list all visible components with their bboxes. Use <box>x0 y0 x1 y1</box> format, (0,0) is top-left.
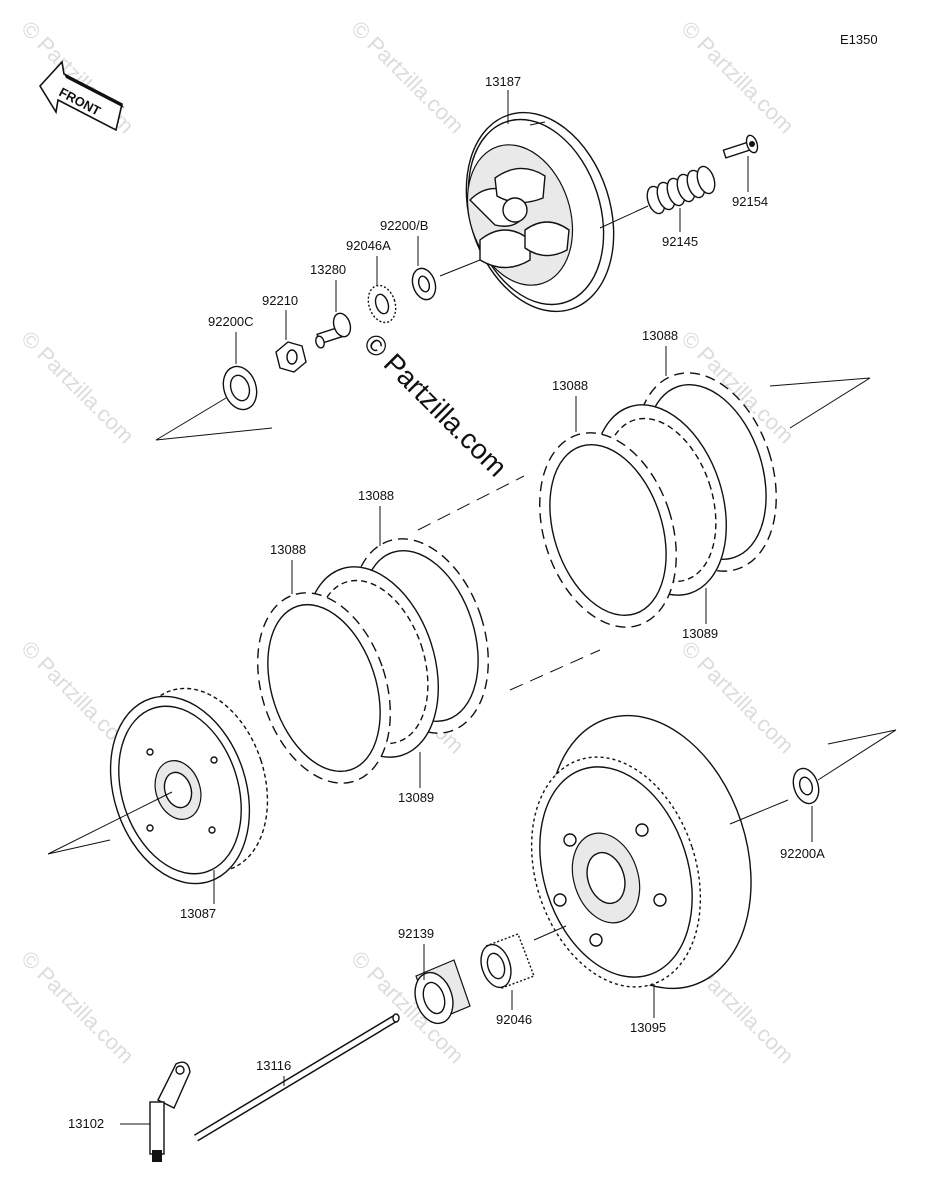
part-label-92046A: 92046A <box>346 238 391 253</box>
center-watermark: © Partzilla.com <box>358 327 513 482</box>
part-label-92200B: 92200/B <box>380 218 428 233</box>
part-label-13089-b: 13089 <box>398 790 434 805</box>
part-label-92200C: 92200C <box>208 314 254 329</box>
part-label-13102: 13102 <box>68 1116 104 1131</box>
push-rod <box>193 1013 400 1142</box>
nut <box>275 341 307 373</box>
part-label-92145: 92145 <box>662 234 698 249</box>
clutch-housing <box>530 714 752 990</box>
part-label-13088-a: 13088 <box>642 328 678 343</box>
needle-bearing <box>480 933 535 989</box>
washer-a <box>792 767 820 805</box>
part-label-13088-b: 13088 <box>552 378 588 393</box>
part-label-13088-c: 13088 <box>358 488 394 503</box>
part-label-92139: 92139 <box>398 926 434 941</box>
part-label-13087: 13087 <box>180 906 216 921</box>
part-label-92154: 92154 <box>732 194 768 209</box>
part-label-13088-d: 13088 <box>270 542 306 557</box>
watermark-tile: © Partzilla.com <box>16 16 139 139</box>
part-label-92200A: 92200A <box>780 846 825 861</box>
pressure-plate <box>465 111 615 313</box>
watermark-tile: © Partzilla.com <box>16 326 139 449</box>
washer-c <box>222 365 258 411</box>
part-label-92046: 92046 <box>496 1012 532 1027</box>
sleeve <box>414 959 471 1025</box>
friction-plate-left-lower <box>257 592 391 784</box>
clutch-spring <box>646 165 716 215</box>
watermark-tile: © Partzilla.com <box>346 16 469 139</box>
friction-plate-right <box>539 432 677 628</box>
needle-bearing-a <box>367 284 397 324</box>
watermark-tile: © Partzilla.com <box>16 946 139 1069</box>
part-label-13089-a: 13089 <box>682 626 718 641</box>
part-label-13116: 13116 <box>256 1058 291 1073</box>
part-label-13187: 13187 <box>485 74 521 89</box>
pusher <box>315 312 352 349</box>
diagram-code: E1350 <box>840 32 878 47</box>
release-lever <box>149 1061 191 1162</box>
washer-b <box>411 267 437 301</box>
watermark-tile: © Partzilla.com <box>676 636 799 759</box>
part-label-92210: 92210 <box>262 293 298 308</box>
part-label-13095: 13095 <box>630 1020 666 1035</box>
part-label-13280: 13280 <box>310 262 346 277</box>
bolt <box>722 134 759 159</box>
clutch-hub <box>109 687 269 885</box>
watermark-tile: © Partzilla.com <box>676 16 799 139</box>
